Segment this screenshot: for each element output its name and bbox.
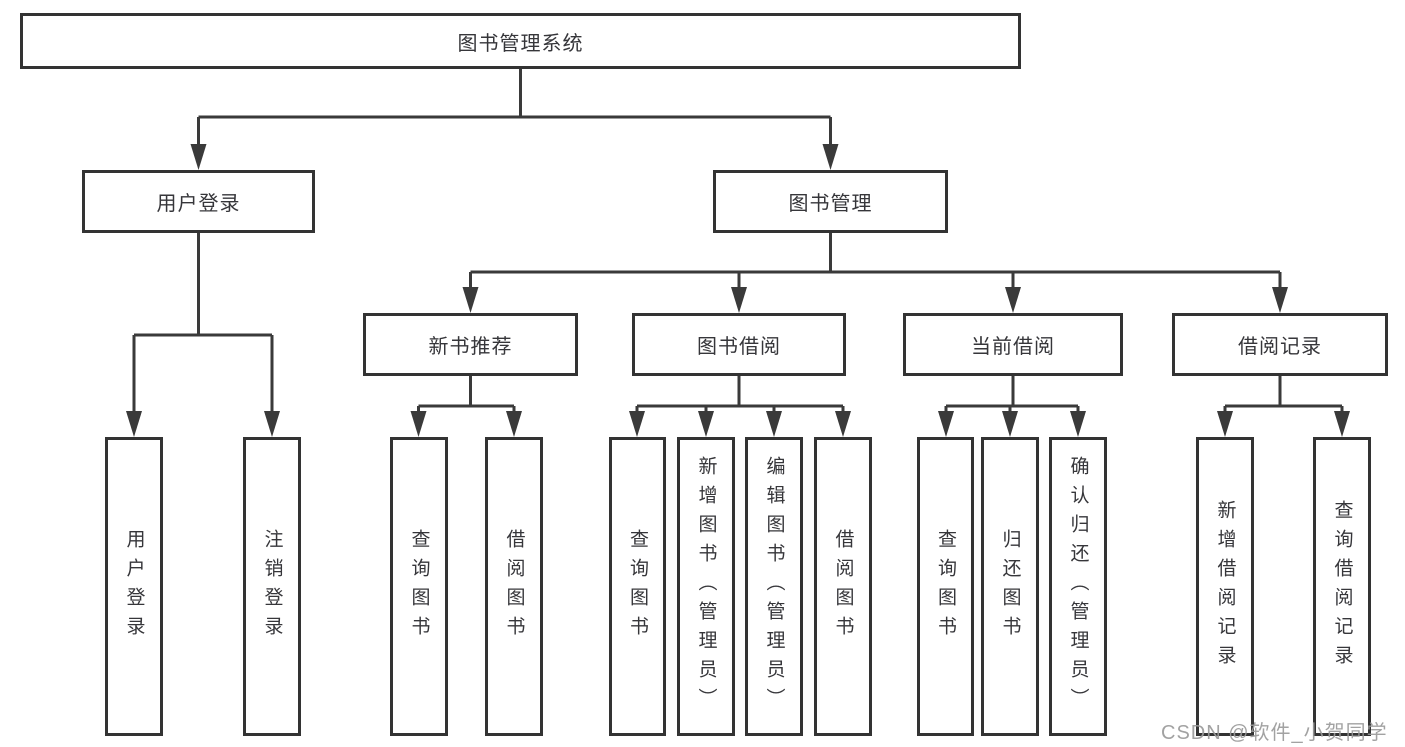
connector-book-borrow-to-leaves (635, 376, 845, 419)
level2-node-user-login: 用户登录 (82, 170, 315, 233)
arrowhead (1217, 411, 1233, 437)
arrowhead (190, 144, 207, 170)
level3-node-borrow-records: 借阅记录 (1172, 313, 1388, 376)
leaf-node-borrow-books: 借阅图书 (814, 437, 872, 736)
level2-node-book-management-label: 图书管理 (788, 193, 873, 215)
arrowhead (1002, 411, 1018, 437)
arrowhead (835, 411, 851, 437)
level2-node-user-login-label: 用户登录 (156, 193, 241, 215)
connector-new-book-recommend-to-leaves (417, 376, 516, 419)
leaf-node-user-login-label: 用户登录 (123, 528, 145, 645)
leaf-node-recommend-query-books: 查询图书 (390, 437, 448, 736)
connector-user-login-to-leaves (132, 233, 274, 419)
leaf-node-edit-books-admin-label: 编辑图书（管理员） (763, 456, 785, 717)
arrowhead (410, 411, 427, 437)
leaf-node-add-borrow-record: 新增借阅记录 (1196, 437, 1254, 736)
connector-root-to-level2 (197, 69, 832, 152)
arrowhead (126, 411, 142, 437)
arrowhead (938, 411, 954, 437)
leaf-node-confirm-return-admin: 确认归还（管理员） (1049, 437, 1107, 736)
leaf-node-add-borrow-record-label: 新增借阅记录 (1214, 499, 1236, 674)
leaf-node-borrow-query-books-label: 查询图书 (627, 528, 648, 645)
level3-node-book-borrow: 图书借阅 (632, 313, 846, 376)
level3-node-current-borrow-label: 当前借阅 (971, 336, 1055, 358)
leaf-node-borrow-books-label: 借阅图书 (832, 528, 854, 645)
root-node-label: 图书管理系统 (457, 32, 584, 55)
leaf-node-current-query-books: 查询图书 (917, 437, 974, 736)
arrowhead (731, 287, 747, 313)
leaf-node-edit-books-admin: 编辑图书（管理员） (745, 437, 803, 736)
level2-node-book-management: 图书管理 (713, 170, 948, 233)
level3-node-new-book-recommend: 新书推荐 (363, 313, 578, 376)
arrowhead (1272, 287, 1288, 313)
leaf-node-add-books-admin: 新增图书（管理员） (677, 437, 735, 736)
leaf-node-recommend-borrow-books: 借阅图书 (485, 437, 543, 736)
level3-node-current-borrow: 当前借阅 (903, 313, 1123, 376)
arrowheads (126, 144, 1350, 437)
arrowhead (1070, 411, 1086, 437)
leaf-node-confirm-return-admin-label: 确认归还（管理员） (1067, 456, 1089, 717)
arrowhead (1334, 411, 1350, 437)
leaf-node-recommend-borrow-books-label: 借阅图书 (503, 528, 525, 645)
arrowhead (264, 411, 280, 437)
connector-book-management-to-level3 (469, 233, 1282, 295)
level3-node-borrow-records-label: 借阅记录 (1238, 336, 1322, 358)
leaf-node-return-books-label: 归还图书 (999, 528, 1021, 645)
arrowhead (766, 411, 782, 437)
watermark: CSDN @软件_小贺同学 (1161, 722, 1388, 744)
leaf-node-logout-label: 注销登录 (261, 528, 283, 645)
arrowhead (629, 411, 645, 437)
leaf-node-borrow-query-books: 查询图书 (609, 437, 666, 736)
leaf-node-logout: 注销登录 (243, 437, 301, 736)
level3-node-new-book-recommend-label: 新书推荐 (428, 336, 513, 358)
leaf-node-return-books: 归还图书 (981, 437, 1039, 736)
level3-node-book-borrow-label: 图书借阅 (697, 336, 781, 358)
leaf-node-query-borrow-record-label: 查询借阅记录 (1331, 499, 1353, 674)
leaf-node-user-login: 用户登录 (105, 437, 163, 736)
leaf-node-query-borrow-record: 查询借阅记录 (1313, 437, 1371, 736)
leaf-node-recommend-query-books-label: 查询图书 (408, 528, 430, 645)
arrowhead (698, 411, 714, 437)
arrowhead (462, 287, 479, 313)
connector-borrow-records-to-leaves (1223, 376, 1344, 419)
leaf-node-current-query-books-label: 查询图书 (935, 528, 956, 645)
leaf-node-add-books-admin-label: 新增图书（管理员） (695, 456, 717, 717)
arrowhead (822, 144, 839, 170)
arrowhead (506, 411, 522, 437)
arrowhead (1005, 287, 1021, 313)
root-node-library-management-system: 图书管理系统 (20, 13, 1021, 69)
